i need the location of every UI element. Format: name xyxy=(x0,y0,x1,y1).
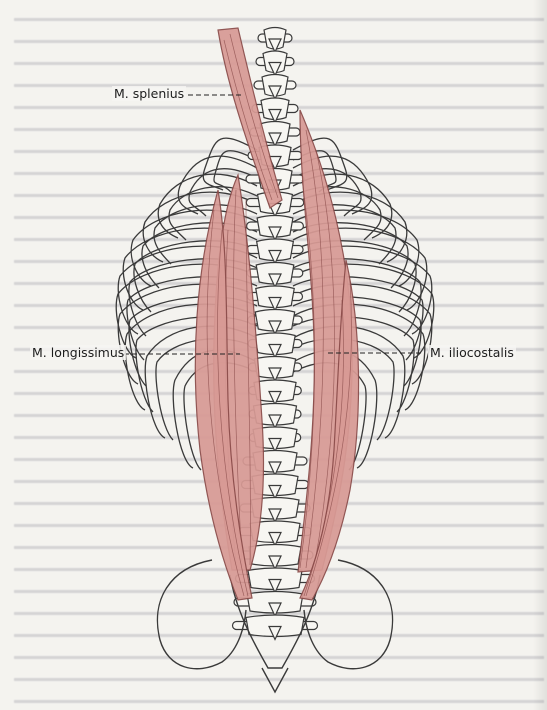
label-iliocostalis: M. iliocostalis xyxy=(428,345,516,360)
coccyx xyxy=(262,668,288,692)
label-splenius: M. splenius xyxy=(112,86,186,101)
label-longissimus: M. longissimus xyxy=(30,345,126,360)
